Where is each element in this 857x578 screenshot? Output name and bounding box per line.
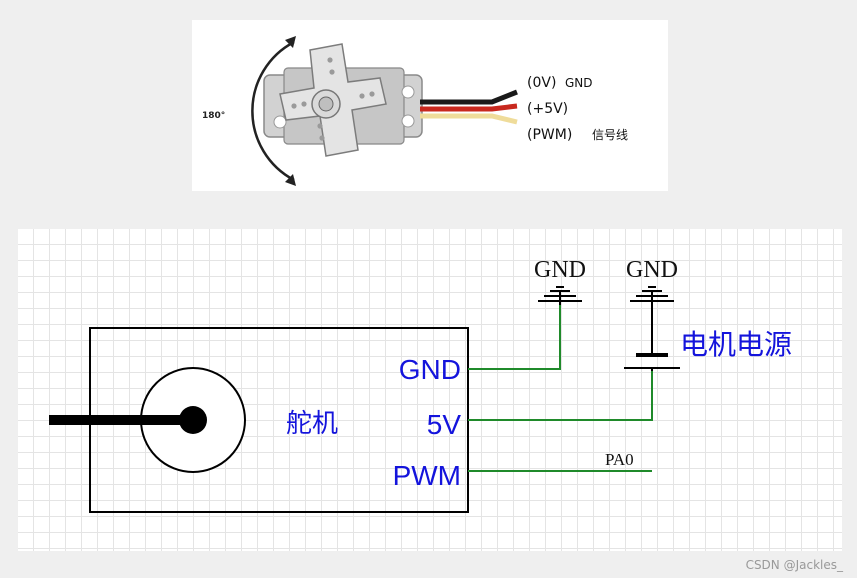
pin-label-5v: 5V bbox=[427, 409, 462, 440]
wire-5v bbox=[468, 371, 653, 421]
watermark: CSDN @Jackles_ bbox=[745, 558, 843, 572]
wire-gnd-prefix: (0V) bbox=[527, 75, 556, 91]
servo-illustration: 180° (0V) GND (+ bbox=[202, 36, 628, 186]
servo-wires bbox=[420, 89, 518, 125]
schematic-panel: 舵机 GND 5V PWM GND GND bbox=[18, 229, 842, 551]
servo-component-label: 舵机 bbox=[286, 409, 338, 439]
servo-horn-symbol bbox=[49, 367, 246, 473]
pin-label-pwm: PWM bbox=[393, 460, 461, 491]
wire-gnd-suffix: GND bbox=[565, 76, 593, 90]
servo-photo-panel: 180° (0V) GND (+ bbox=[192, 20, 668, 191]
servo-body bbox=[263, 43, 423, 157]
motor-power-label: 电机电源 bbox=[680, 328, 792, 361]
ground-label-right: GND bbox=[626, 257, 678, 283]
pin-label-gnd: GND bbox=[399, 354, 461, 385]
rotation-arc bbox=[251, 36, 296, 186]
angle-label: 180° bbox=[202, 111, 225, 121]
net-label-pa0: PA0 bbox=[605, 450, 634, 469]
ground-symbol-right bbox=[630, 286, 674, 302]
wire-signal-prefix: (PWM) bbox=[527, 127, 572, 143]
ground-symbol-left bbox=[538, 286, 582, 305]
schematic-diagram: 舵机 GND 5V PWM GND GND bbox=[49, 257, 792, 513]
ground-label-left: GND bbox=[534, 257, 586, 283]
wire-signal-suffix: 信号线 bbox=[592, 128, 628, 142]
wire-gnd bbox=[468, 305, 561, 370]
wire-power-label: (+5V) bbox=[527, 101, 568, 117]
motor-power-battery bbox=[624, 301, 680, 371]
